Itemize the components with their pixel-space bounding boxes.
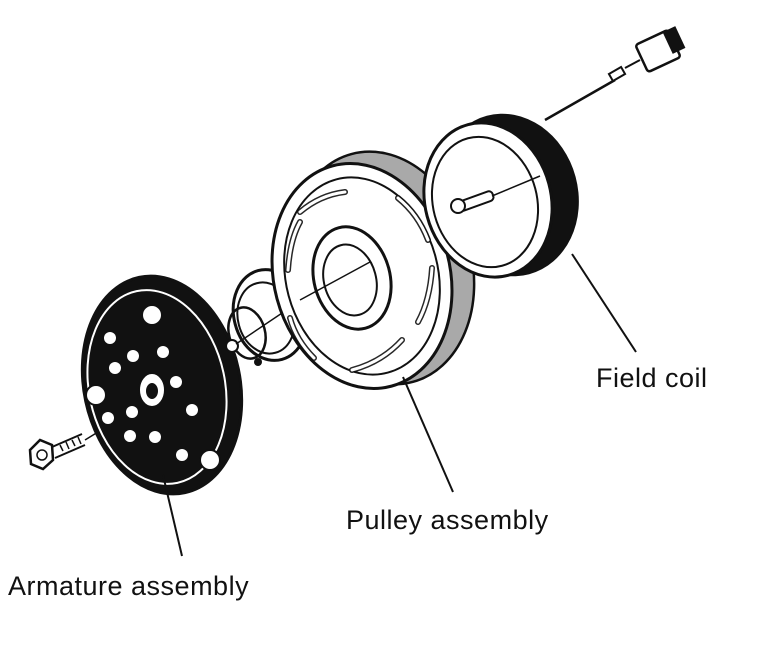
armature-assembly-label: Armature assembly: [8, 571, 250, 601]
pulley-assembly-label: Pulley assembly: [346, 505, 549, 535]
leader-lines: [162, 253, 637, 557]
field-coil-label: Field coil: [596, 363, 708, 393]
field-coil: [422, 113, 579, 279]
pulley: [270, 150, 476, 390]
lead-wire-connector: [544, 26, 686, 122]
snap-ring: [225, 268, 309, 366]
armature-plate: [80, 274, 244, 496]
